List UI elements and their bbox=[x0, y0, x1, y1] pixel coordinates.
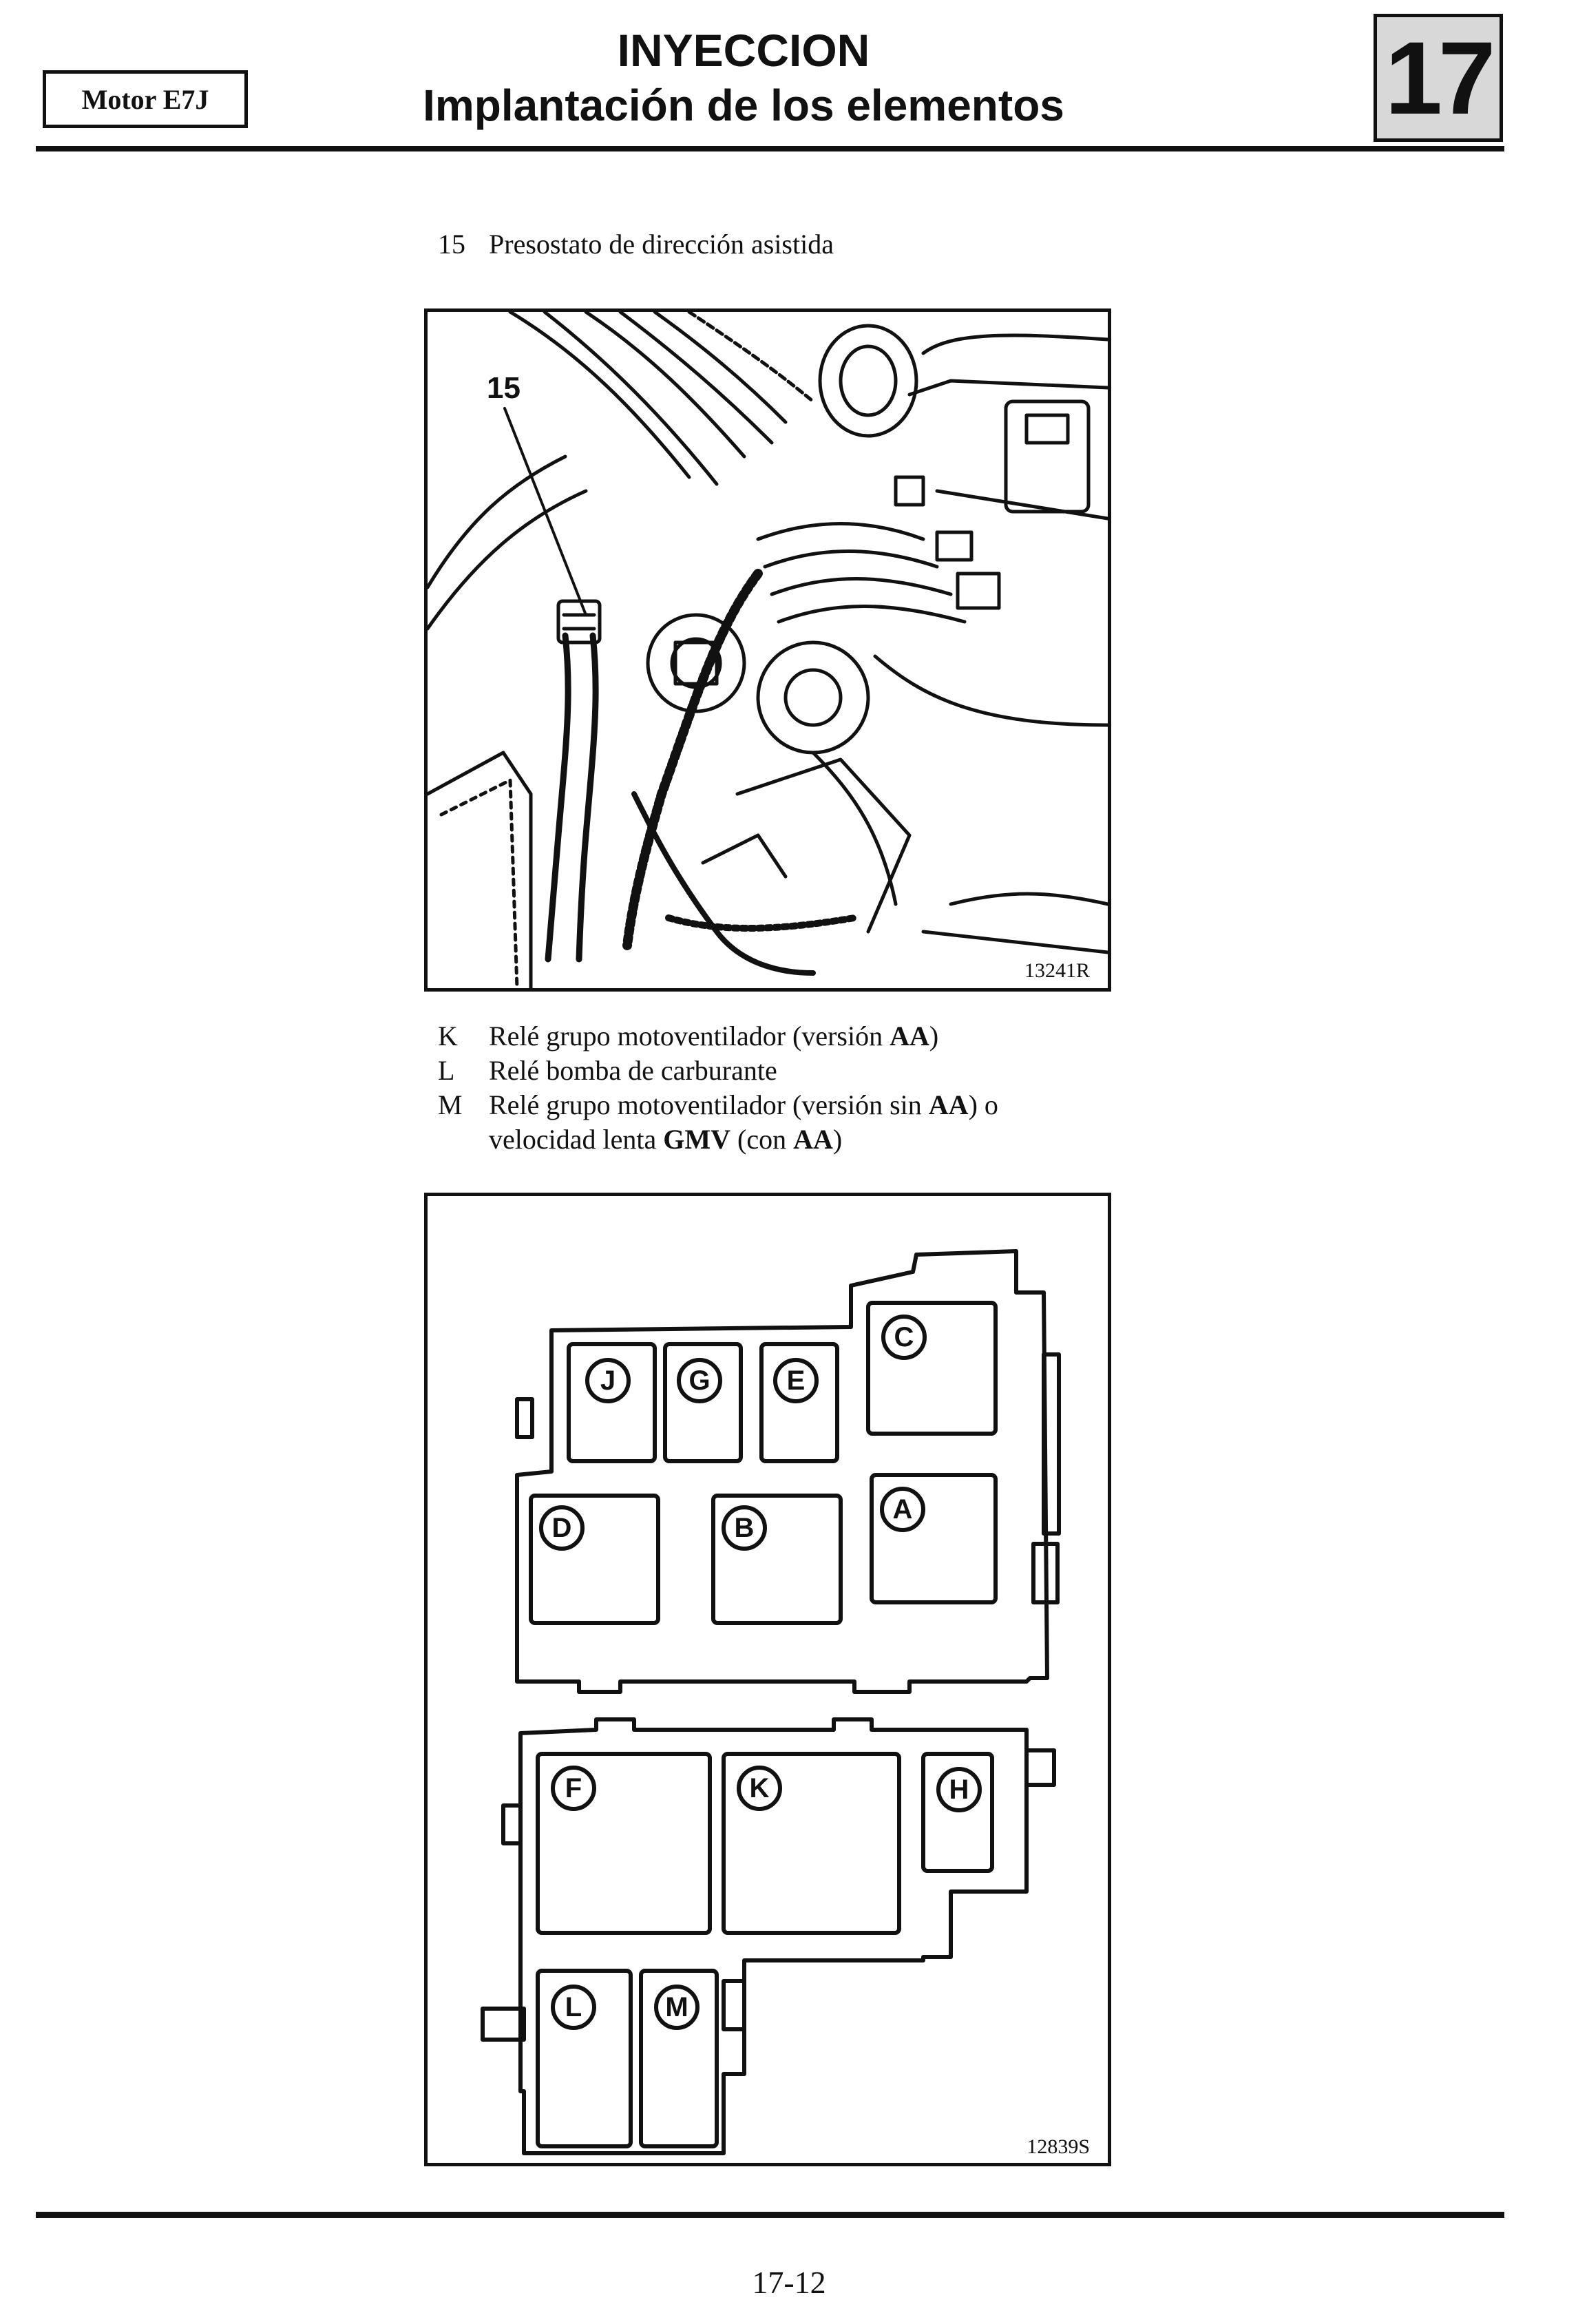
relay-label-e: E bbox=[787, 1365, 806, 1396]
relay-label-h: H bbox=[949, 1775, 969, 1805]
legend-text: (con bbox=[730, 1124, 794, 1155]
legend-text-end: ) bbox=[929, 1020, 939, 1051]
legend-bold: GMV bbox=[663, 1124, 730, 1155]
relay-box-drawing: J G E C D B A F K H L M bbox=[481, 1249, 1061, 2155]
legend-key: L bbox=[438, 1055, 455, 1086]
engine-bay-illustration: 15 13241R bbox=[424, 308, 1111, 992]
relay-label-m: M bbox=[665, 1992, 688, 2022]
engine-label-box: Motor E7J bbox=[43, 70, 248, 128]
legend-bold: AA bbox=[793, 1124, 833, 1155]
legend-row-l: L Relé bomba de carburante bbox=[438, 1054, 1177, 1088]
legend-row-k: K Relé grupo motoventilador (versión AA) bbox=[438, 1019, 1177, 1054]
relay-label-c: C bbox=[894, 1322, 914, 1352]
legend-text: Relé grupo motoventilador (versión bbox=[489, 1020, 890, 1051]
section-subtitle: Implantación de los elementos bbox=[423, 81, 1064, 130]
relay-label-f: F bbox=[565, 1773, 582, 1803]
figure1-caption: 15 Presostato de dirección asistida bbox=[438, 227, 834, 262]
relay-label-a: A bbox=[893, 1494, 913, 1525]
page-number: 17-12 bbox=[752, 2265, 826, 2300]
legend-row-m-continued: velocidad lenta GMV (con AA) bbox=[438, 1122, 1177, 1157]
legend-text: velocidad lenta bbox=[489, 1124, 664, 1155]
relay-label-j: J bbox=[600, 1365, 616, 1396]
header-rule bbox=[36, 146, 1504, 151]
relay-label-b: B bbox=[735, 1513, 755, 1543]
footer-rule bbox=[36, 2212, 1504, 2218]
legend-text: Relé grupo motoventilador (versión sin bbox=[489, 1089, 929, 1120]
figure1-reference: 13241R bbox=[1024, 959, 1090, 982]
relay-label-g: G bbox=[688, 1365, 710, 1396]
legend-text: Relé bomba de carburante bbox=[489, 1055, 777, 1086]
legend-key: M bbox=[438, 1089, 463, 1120]
relay-label-k: K bbox=[750, 1773, 770, 1803]
relay-box-diagram: J G E C D B A F K H L M 12839S bbox=[424, 1193, 1111, 2166]
legend-row-m: M Relé grupo motoventilador (versión sin… bbox=[438, 1088, 1177, 1122]
relay-label-d: D bbox=[552, 1513, 572, 1543]
relay-legend: K Relé grupo motoventilador (versión AA)… bbox=[438, 1019, 1177, 1157]
chapter-number: 17 bbox=[1385, 19, 1496, 136]
figure2-reference: 12839S bbox=[1027, 2135, 1090, 2158]
figure1-caption-text: Presostato de dirección asistida bbox=[489, 229, 834, 260]
legend-bold: AA bbox=[928, 1089, 969, 1120]
engine-bay-drawing: 15 bbox=[428, 312, 1108, 988]
page-header-title: INYECCION Implantación de los elementos bbox=[330, 23, 1157, 134]
section-title: INYECCION bbox=[617, 25, 870, 76]
relay-label-l: L bbox=[565, 1992, 582, 2022]
callout-15: 15 bbox=[487, 371, 520, 405]
legend-bold: AA bbox=[890, 1020, 929, 1051]
legend-key: K bbox=[438, 1020, 458, 1051]
legend-text-end: ) o bbox=[968, 1089, 998, 1120]
engine-label: Motor E7J bbox=[81, 83, 209, 115]
legend-text-end: ) bbox=[832, 1124, 843, 1155]
chapter-number-box: 17 bbox=[1374, 14, 1503, 142]
figure1-caption-number: 15 bbox=[438, 229, 465, 260]
